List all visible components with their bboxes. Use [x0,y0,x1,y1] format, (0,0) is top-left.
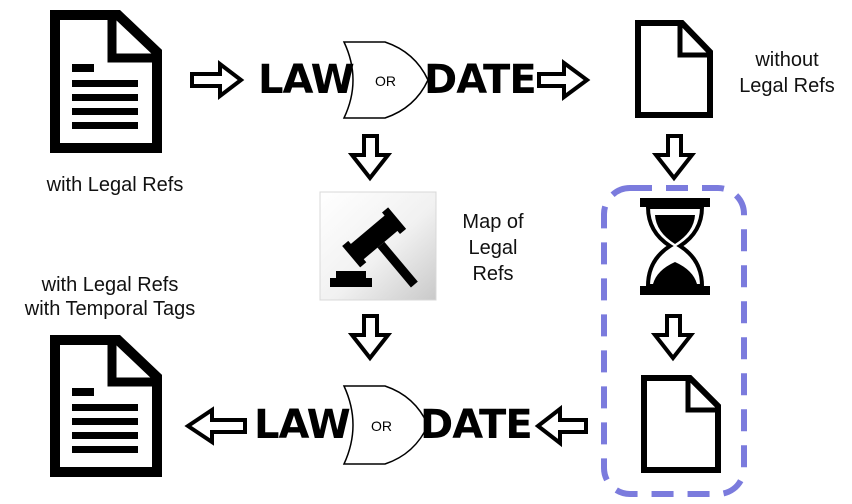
blank-document-icon [641,375,721,473]
output-label-line2: Legal Refs [739,75,835,97]
map-label-line3: Refs [472,263,514,285]
arrow-left-icon [534,404,588,448]
document-icon [50,335,162,477]
input-label: with Legal Refs [46,174,184,196]
bottom-or-text: OR [371,418,392,434]
top-law-text: LAW [258,57,355,103]
arrow-down-icon [347,134,393,182]
document-icon [50,10,162,153]
map-label-line1: Map of [462,211,524,233]
gavel-icon [319,191,437,301]
or-gate-icon [342,385,429,465]
arrow-down-icon [650,314,696,362]
bottom-date-text: DATE [420,402,533,448]
arrow-left-icon [184,406,247,446]
top-date-text: DATE [424,57,537,103]
or-gate-icon [342,41,429,119]
arrow-right-icon [190,59,245,101]
blank-document-icon [635,20,713,118]
temporal-tagging-highlight [601,185,747,497]
map-label-line2: Legal [468,237,518,259]
top-or-text: OR [375,73,396,89]
arrow-down-icon [347,314,393,362]
output-label-line1: without [755,49,819,71]
arrow-down-icon [651,134,697,182]
hourglass-icon [640,198,710,295]
bottom-law-text: LAW [254,402,351,448]
arrow-right-icon [537,59,591,101]
final-label-line2: with Temporal Tags [24,298,196,320]
final-label-line1: with Legal Refs [41,274,179,296]
